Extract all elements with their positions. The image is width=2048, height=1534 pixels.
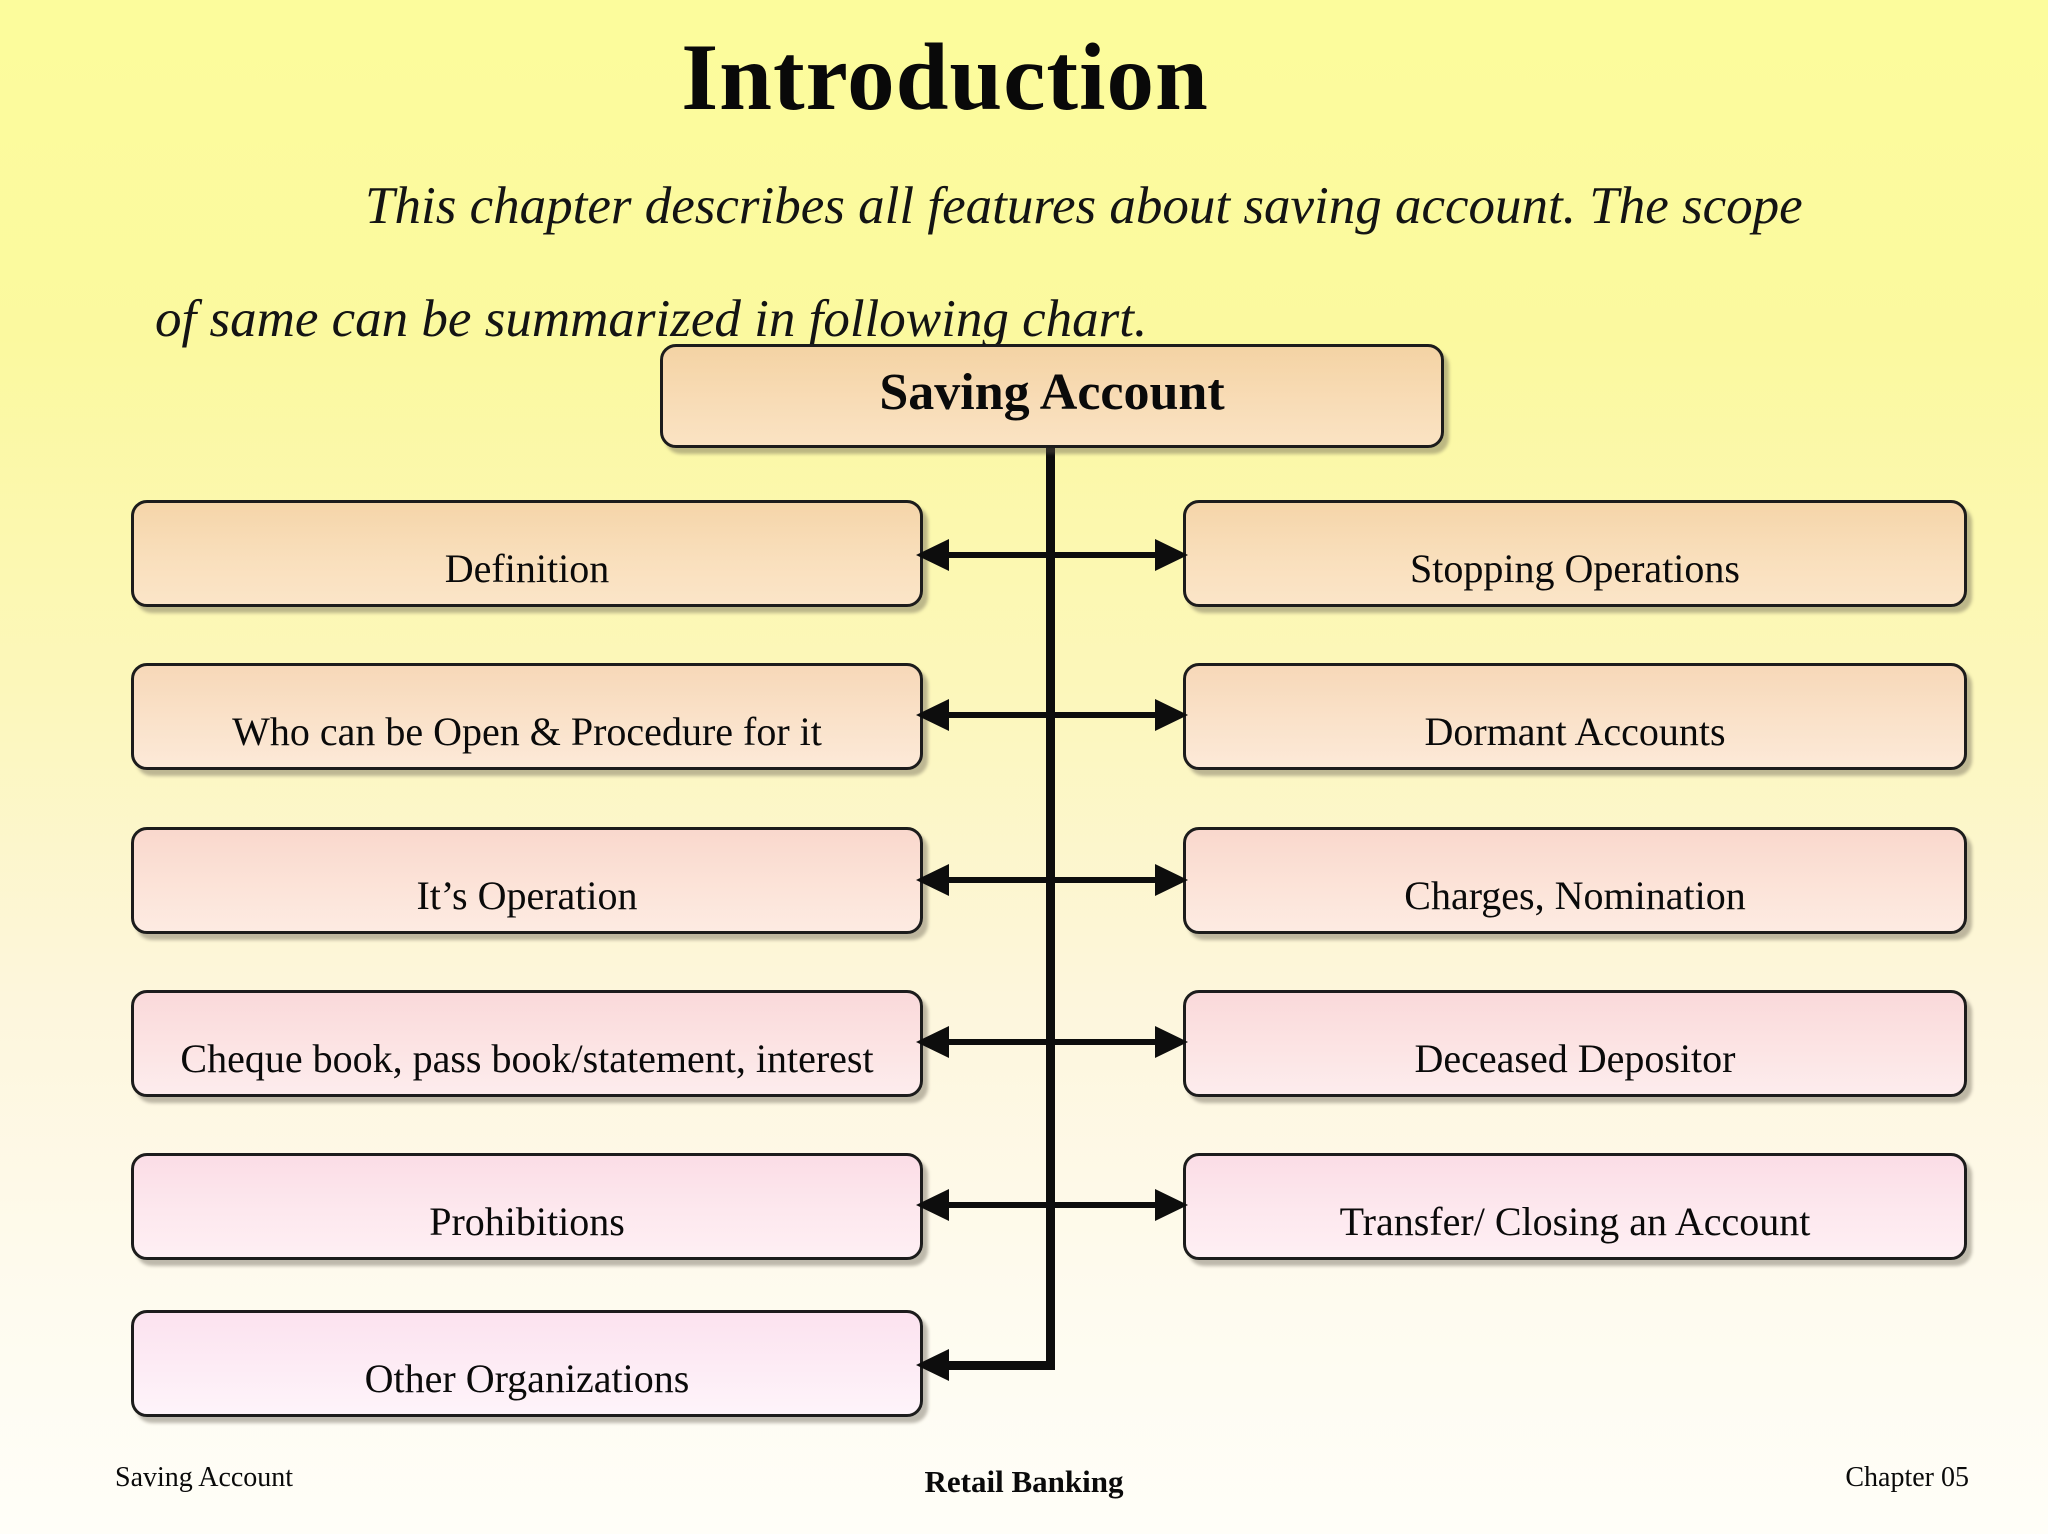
node-charges-nomination: Charges, Nomination [1183, 827, 1967, 934]
node-label: Definition [444, 546, 610, 591]
connector-trunk-line [1046, 446, 1055, 1370]
node-transfer-closing: Transfer/ Closing an Account [1183, 1153, 1967, 1260]
arrowhead-right-icon [1155, 539, 1188, 571]
double-arrow-connector [916, 1026, 1188, 1058]
footer-center-text: Retail Banking [924, 1464, 1124, 1499]
double-arrow-connector [916, 539, 1188, 571]
double-arrow-connector [916, 864, 1188, 896]
node-label: It’s Operation [416, 873, 638, 918]
double-arrow-connector [916, 1189, 1188, 1221]
arrowhead-right-icon [1155, 699, 1188, 731]
footer-right-text: Chapter 05 [1845, 1462, 1969, 1493]
arrowhead-right-icon [1155, 864, 1188, 896]
node-who-can-open: Who can be Open & Procedure for it [131, 663, 923, 770]
intro-paragraph: This chapter describes all features abou… [155, 150, 1985, 376]
node-label: Prohibitions [429, 1199, 625, 1244]
node-dormant-accounts: Dormant Accounts [1183, 663, 1967, 770]
intro-line-2: of same can be summarized in following c… [155, 290, 1148, 348]
single-arrow-connector [916, 1349, 1055, 1381]
double-arrow-connector [916, 699, 1188, 731]
node-definition: Definition [131, 500, 923, 607]
node-label: Saving Account [879, 364, 1225, 421]
node-label: Dormant Accounts [1424, 709, 1726, 754]
node-saving-account: Saving Account [660, 344, 1444, 448]
node-other-organizations: Other Organizations [131, 1310, 923, 1417]
node-cheque-book: Cheque book, pass book/statement, intere… [131, 990, 923, 1097]
footer-left-text: Saving Account [115, 1462, 294, 1493]
node-label: Transfer/ Closing an Account [1339, 1199, 1811, 1244]
node-prohibitions: Prohibitions [131, 1153, 923, 1260]
arrowhead-right-icon [1155, 1026, 1188, 1058]
node-label: Deceased Depositor [1414, 1036, 1736, 1081]
node-label: Other Organizations [364, 1356, 690, 1401]
page-title: Introduction [681, 24, 1209, 130]
arrowhead-right-icon [1155, 1189, 1188, 1221]
node-label: Charges, Nomination [1404, 873, 1746, 918]
node-label: Stopping Operations [1410, 546, 1740, 591]
node-stopping-operations: Stopping Operations [1183, 500, 1967, 607]
node-deceased-depositor: Deceased Depositor [1183, 990, 1967, 1097]
node-its-operation: It’s Operation [131, 827, 923, 934]
node-label: Who can be Open & Procedure for it [232, 709, 822, 754]
node-label: Cheque book, pass book/statement, intere… [180, 1036, 874, 1081]
intro-line-1: This chapter describes all features abou… [365, 177, 1803, 235]
